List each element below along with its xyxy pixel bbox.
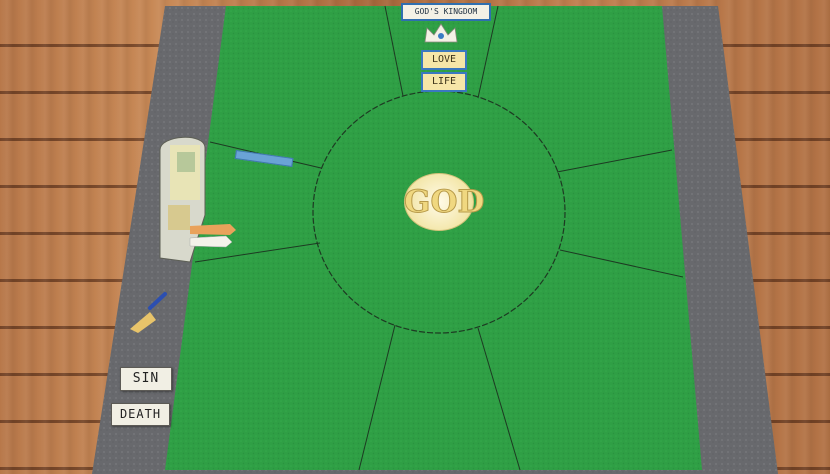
death-card: DEATH <box>111 403 170 426</box>
life-card: LIFE <box>421 72 467 92</box>
god-label: GOD <box>404 186 472 218</box>
love-card: LOVE <box>421 50 467 70</box>
sin-card: SIN <box>120 367 172 391</box>
gods-kingdom-card: GOD'S KINGDOM <box>401 3 491 21</box>
